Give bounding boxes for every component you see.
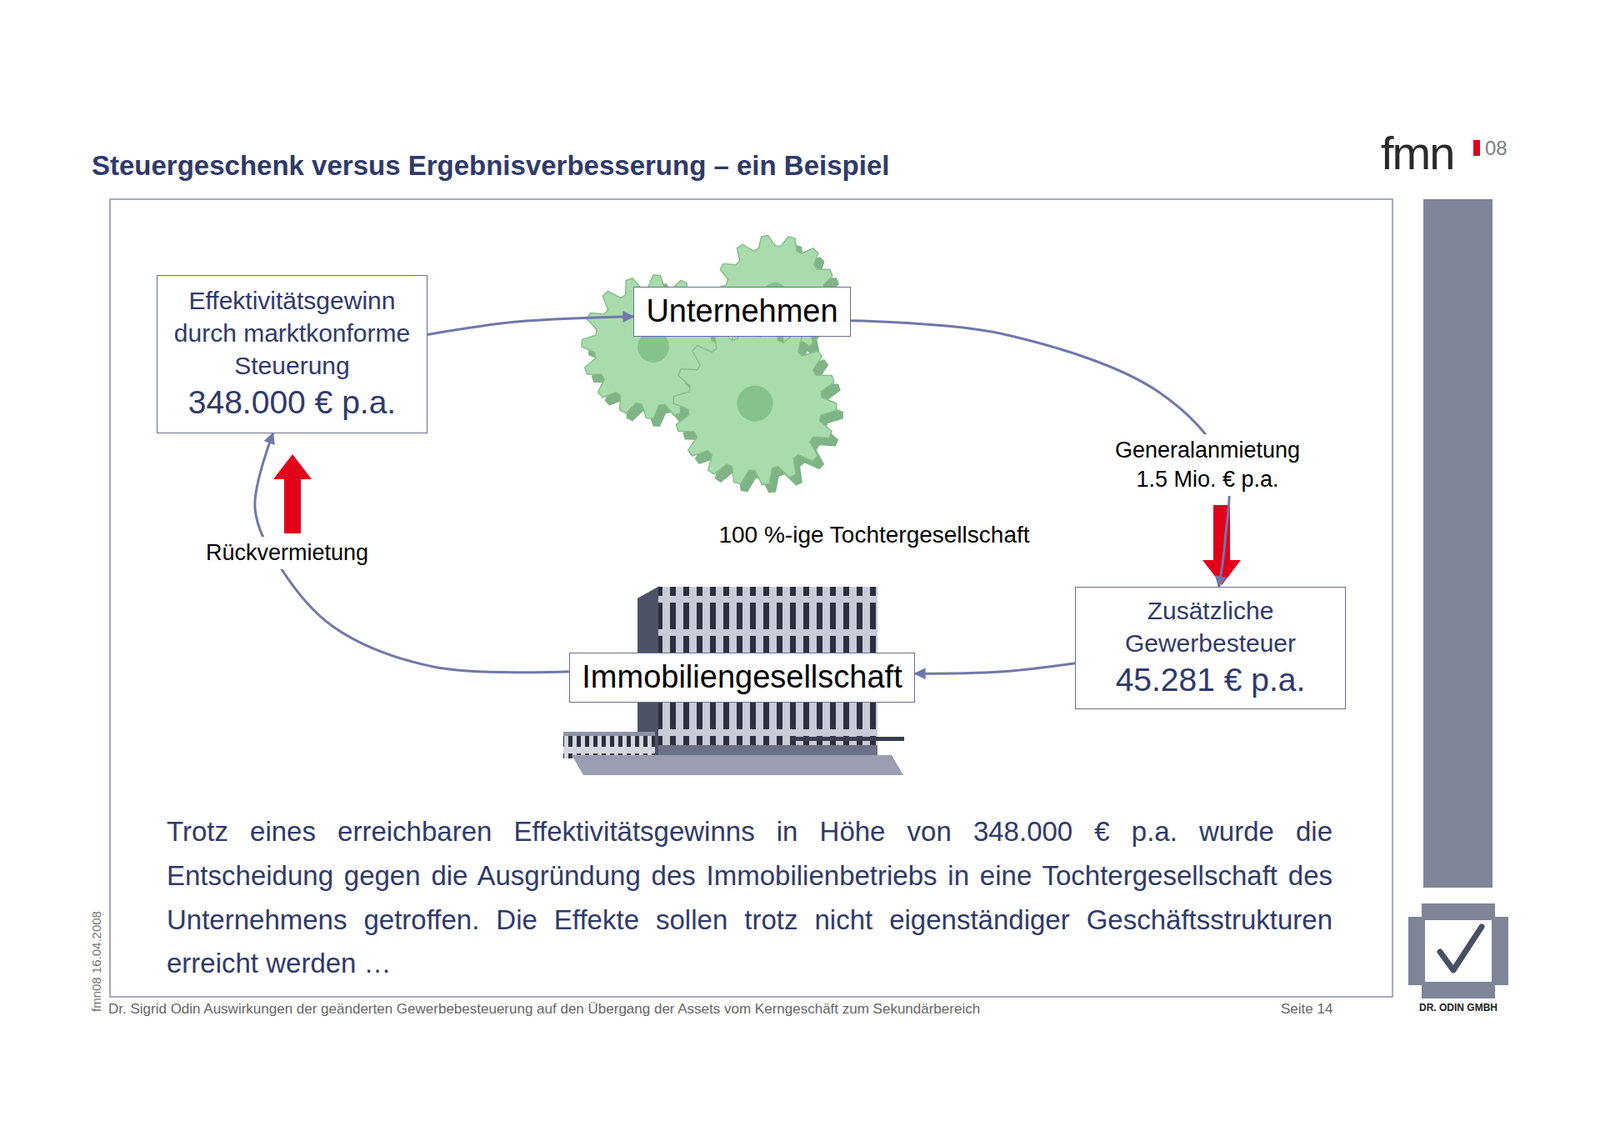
edge-label: Generalanmietung 1.5 Mio. € p.a.: [1097, 434, 1318, 496]
box-label: Unternehmen: [645, 292, 839, 331]
flow-arrow: [273, 454, 312, 534]
slide-title: Steuergeschenk versus Ergebnisverbesseru…: [91, 150, 890, 182]
body-text: Trotz eines erreichbaren Effektivitätsge…: [166, 810, 1333, 986]
process-box: Unternehmen: [633, 286, 851, 337]
flow-connector: [915, 663, 1075, 674]
gears-illustration: [581, 235, 844, 494]
process-box: Effektivitätsgewinn durch marktkonforme …: [156, 275, 428, 434]
page-number: Seite 14: [1280, 1000, 1333, 1018]
company-name: DR. ODIN GMBH: [1419, 1001, 1498, 1014]
box-label: Zusätzliche Gewerbesteuer: [1084, 594, 1337, 660]
date-stamp: fmn08 16.04.2008: [90, 910, 103, 1012]
building-illustration: [563, 586, 905, 775]
side-bar: [1423, 199, 1493, 888]
process-box: Immobiliengesellschaft: [569, 652, 915, 703]
box-value: 45.281 € p.a.: [1084, 659, 1337, 702]
logo-mark: [1473, 140, 1480, 156]
footer-text: Dr. Sigrid Odin Auswirkungen der geänder…: [108, 1000, 980, 1018]
company-logo: [1408, 903, 1509, 999]
box-label: Immobiliengesellschaft: [581, 658, 903, 697]
gear-hub: [736, 385, 773, 421]
logo-text: fmn: [1380, 130, 1454, 177]
edge-label: Rückvermietung: [202, 536, 372, 570]
flow-connector: [427, 316, 634, 335]
process-box: Zusätzliche Gewerbesteuer45.281 € p.a.: [1075, 586, 1346, 710]
box-label: Effektivitätsgewinn durch marktkonforme …: [165, 284, 419, 382]
gear: [673, 321, 837, 485]
group-note: 100 %-ige Tochtergesellschaft: [718, 521, 1030, 549]
box-value: 348.000 € p.a.: [165, 381, 419, 425]
logo-superscript: 08: [1485, 138, 1508, 159]
content-frame: [110, 199, 1393, 997]
